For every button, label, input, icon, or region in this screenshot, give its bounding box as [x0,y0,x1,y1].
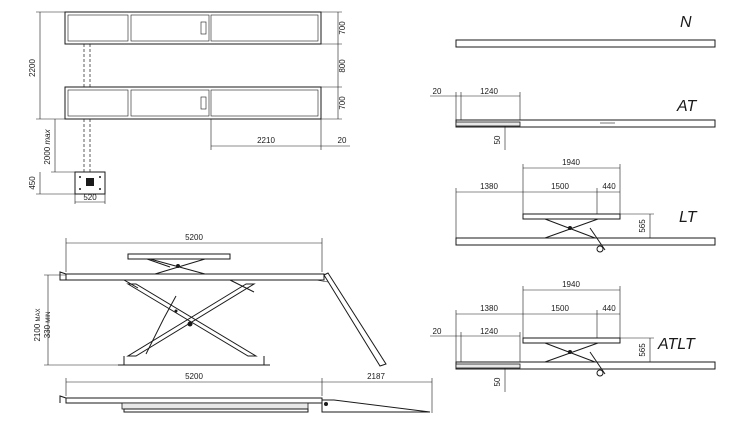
dim-ramp-length-label: 2187 [367,372,385,381]
variant-lt-height-label: 565 [638,219,647,233]
dimension-total-height: 2200 [28,11,65,120]
variant-atlt-ext-label: 1240 [480,327,498,336]
dimension-length-extension: 2210 20 [210,119,350,150]
variant-n-label: N [680,14,692,31]
variant-atlt-scissor [544,342,606,377]
runway-bottom [64,86,322,120]
dim-base-length-label: 5200 [185,372,203,381]
dimension-ramp-length: 2187 [322,372,433,413]
variant-atlt-edge-label: 20 [433,327,442,336]
dim-edge-label: 20 [338,136,347,145]
variant-atlt-jack-platform [522,337,621,344]
lowered-ramp [321,399,431,413]
variant-atlt-offset-label: 1380 [480,304,498,313]
lowered-view: 5200 2187 [59,372,433,413]
variant-lt-label: LT [679,209,698,226]
dim-gap-label: 800 [338,59,347,73]
dimension-runway-widths: 700 800 700 [321,11,347,120]
variant-atlt-label: ATLT [657,336,696,353]
variant-atlt-inner-label: 1500 [551,304,569,313]
lowered-hinge [324,402,328,406]
variant-at-ext-label: 1240 [480,87,498,96]
variant-lt: LT 1940 1380 1500 440 565 [455,158,716,253]
variant-at-dims: 20 1240 50 [430,87,521,150]
variant-lt-end-label: 440 [602,182,616,191]
variant-lt-span-label: 1940 [562,158,580,167]
variant-atlt-span-label: 1940 [562,280,580,289]
base-frame [118,356,270,366]
main-platform [65,273,325,281]
jacking-platform [127,253,231,260]
dim-box-height-label: 450 [28,176,37,190]
runway-top [64,11,322,45]
variant-lt-inner-label: 1500 [551,182,569,191]
hydraulic-lines [83,44,91,172]
variant-lt-offset-label: 1380 [480,182,498,191]
dimension-base-length: 5200 [65,372,323,396]
lowered-platform [65,397,323,404]
dim-height-max-label: 2100 MAX [33,308,42,341]
dim-platform-length-label: 5200 [185,233,203,242]
dimension-height: 2100 MAX 330 MIN [33,274,118,366]
dimension-box-height: 450 [28,172,75,195]
secondary-scissor [146,258,206,275]
platform-front-stop [59,271,67,281]
dim-box-width-label: 520 [83,193,97,202]
dimension-column-travel: 2000 max [43,119,75,173]
lowered-front-stop [59,395,67,403]
dim-length-extension-label: 2210 [257,136,275,145]
side-view: 5200 [33,233,387,367]
lowered-scissor-stack [121,402,309,410]
variant-lt-dims: 1940 1380 1500 440 565 [455,158,654,238]
variant-at-rise-label: 50 [493,135,502,144]
main-scissor [123,279,258,357]
variant-atlt-end-label: 440 [602,304,616,313]
dim-column-travel-label: 2000 max [43,128,52,164]
variant-atlt: ATLT 1940 1380 1500 440 20 1240 [430,280,716,392]
dimension-platform-length: 5200 [65,233,323,272]
top-view: 2200 2000 max 450 520 700 [28,11,350,204]
variant-n: N [455,14,716,48]
dim-height-min-label: 330 MIN [43,312,52,339]
variant-atlt-dims: 1940 1380 1500 440 20 1240 565 50 [430,280,654,392]
variant-atlt-rise-label: 50 [493,377,502,386]
variant-n-platform [455,39,716,48]
dim-total-height-label: 2200 [28,59,37,77]
ramp [315,272,387,367]
variant-at-edge-label: 20 [433,87,442,96]
control-box [74,171,106,195]
variant-at-label: AT [676,98,697,115]
dim-runway-bottom-label: 700 [338,96,347,110]
variant-at: AT 20 1240 50 [430,87,716,150]
lowered-base [123,408,309,413]
variant-atlt-height-label: 565 [638,343,647,357]
dim-runway-top-label: 700 [338,21,347,35]
variant-lt-jack-platform [522,213,621,220]
variant-lt-scissor [544,218,606,253]
variant-lt-platform [455,237,716,246]
dimension-box-width: 520 [74,193,106,204]
